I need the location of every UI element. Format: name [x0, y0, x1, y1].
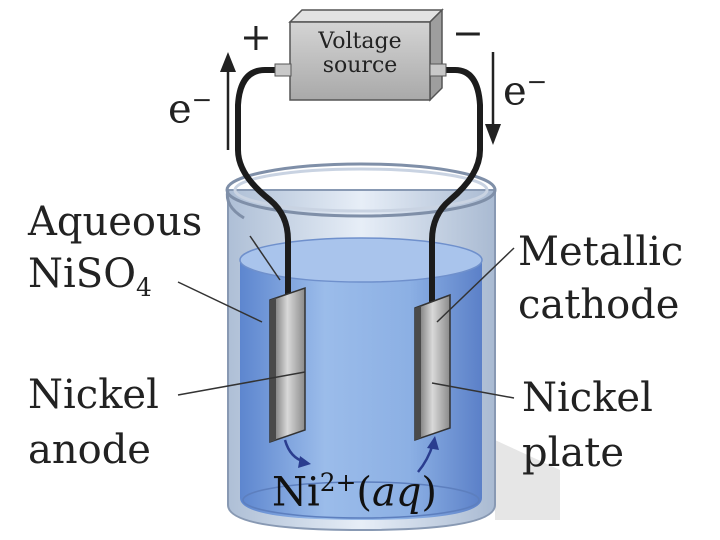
- ion-arrow-right: [417, 436, 439, 473]
- electron-symbol-right: e: [503, 68, 527, 115]
- nickel-plate-line1: Nickel: [522, 375, 653, 421]
- ion-symbol: Ni: [272, 469, 320, 516]
- terminal-negative: [429, 63, 447, 77]
- ion-charge: 2+: [319, 468, 357, 497]
- beaker-shadow: [495, 440, 560, 520]
- metallic-cathode: [414, 293, 451, 442]
- niso-formula: NiSO: [28, 251, 136, 297]
- voltage-source-label: Voltage source: [290, 29, 430, 79]
- nickel-anode-line1: Nickel: [28, 372, 159, 418]
- ion-state: aq: [371, 469, 422, 516]
- voltage-source-box: [274, 8, 447, 102]
- electron-label-left: e−: [168, 85, 213, 133]
- wire-left: [235, 67, 291, 298]
- aqueous-label-line2: NiSO4: [28, 254, 152, 301]
- aqueous-label-line1: Aqueous: [28, 199, 203, 245]
- leader-metallic-cathode: [436, 247, 515, 323]
- nickel-anode-line2: anode: [28, 427, 151, 473]
- leader-aqueous: [177, 281, 263, 323]
- electron-charge-left: −: [191, 85, 213, 114]
- nickel-plate-line2: plate: [522, 430, 624, 476]
- negative-sign: −: [452, 11, 484, 55]
- leader-nickel-anode: [177, 371, 306, 396]
- leader-nickel-plate: [431, 382, 515, 399]
- voltage-source-line1: Voltage: [318, 29, 402, 54]
- metallic-label-line2: cathode: [518, 282, 680, 328]
- solution-surface: [239, 237, 483, 283]
- electron-symbol-left: e: [168, 86, 192, 133]
- niso-subscript: 4: [136, 273, 152, 302]
- terminal-positive: [274, 63, 292, 77]
- electron-arrow-down: [485, 52, 501, 145]
- ion-arrow-left: [283, 439, 311, 468]
- beaker-spout: [225, 189, 245, 220]
- nickel-ion-label: Ni2+(aq): [272, 468, 437, 515]
- electron-arrow-up: [220, 52, 236, 150]
- positive-sign: +: [240, 15, 272, 59]
- electron-label-right: e−: [503, 67, 548, 115]
- ion-open-paren: (: [356, 469, 372, 516]
- nickel-anode: [269, 286, 306, 444]
- leader-aqueous-top: [249, 235, 281, 281]
- voltage-source-line2: source: [322, 53, 398, 79]
- metallic-label-line1: Metallic: [518, 229, 684, 275]
- ion-close-paren: ): [421, 469, 438, 516]
- electron-charge-right: −: [526, 67, 548, 96]
- wire-right: [429, 67, 483, 308]
- beaker-bottom: [242, 481, 480, 519]
